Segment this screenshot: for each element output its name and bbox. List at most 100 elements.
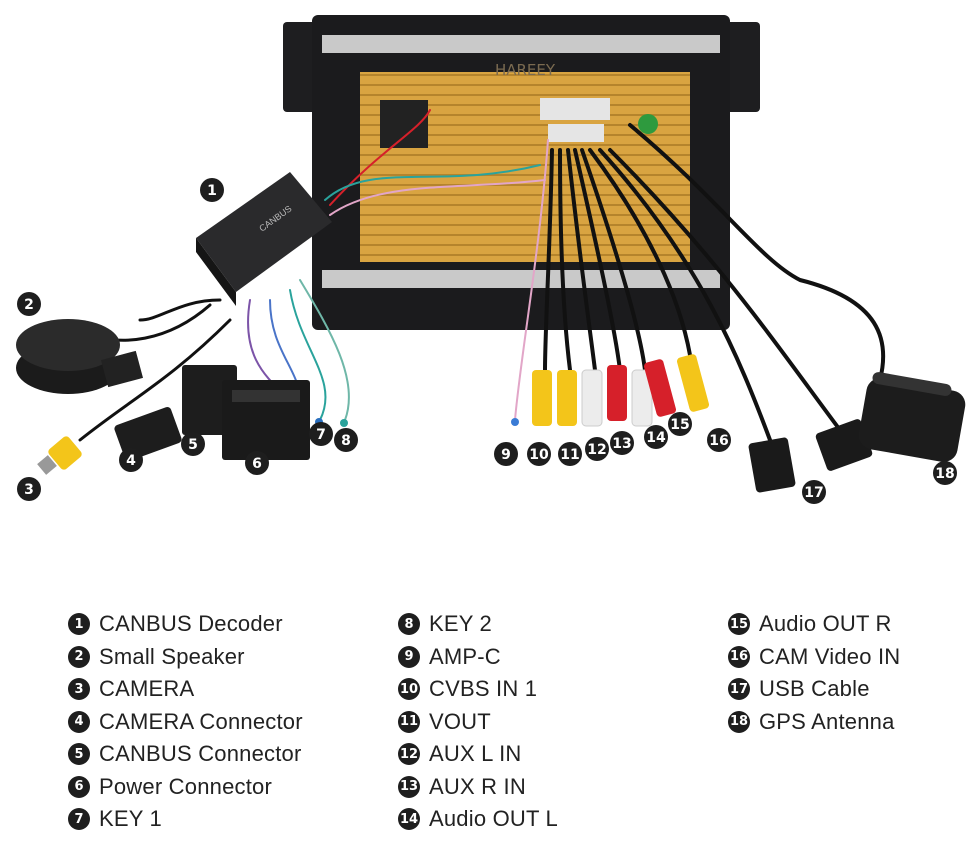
amp-wire-tip: [511, 418, 519, 426]
legend-label: Audio OUT R: [759, 611, 892, 636]
legend-label: Small Speaker: [99, 643, 245, 669]
svg-text:1: 1: [207, 183, 217, 199]
svg-text:5: 5: [188, 437, 198, 453]
legend-item: 3 CAMERA: [68, 675, 194, 703]
legend-label: AUX R IN: [429, 773, 526, 799]
svg-text:14: 14: [646, 430, 666, 446]
svg-text:16: 16: [709, 433, 728, 449]
legend-label: KEY 1: [99, 806, 162, 831]
legend-number: 2: [68, 645, 90, 668]
legend-number: 8: [398, 613, 420, 635]
svg-text:11: 11: [560, 447, 579, 463]
callout-12: 12: [585, 437, 609, 461]
svg-text:15: 15: [670, 417, 689, 433]
legend-label: AUX L IN: [429, 741, 522, 766]
legend-label: CANBUS Decoder: [99, 611, 283, 636]
callout-14: 14: [644, 425, 668, 449]
legend-item: 2 Small Speaker: [68, 643, 245, 671]
rca-plugs: [532, 354, 710, 427]
callout-5: 5: [181, 432, 205, 456]
canbus-decoder: CANBUS: [196, 172, 332, 306]
legend-number: 16: [728, 645, 750, 668]
callout-17: 17: [802, 480, 826, 504]
svg-text:8: 8: [341, 433, 351, 449]
svg-text:9: 9: [501, 447, 511, 463]
legend-item: 16 CAM Video IN: [728, 643, 900, 671]
legend-item: 10 CVBS IN 1: [398, 675, 537, 703]
key2-wire-tip: [340, 419, 348, 427]
camera-connector: [114, 407, 182, 461]
small-speaker: [16, 319, 144, 394]
legend-label: KEY 2: [429, 611, 492, 636]
legend-label: CAMERA: [99, 676, 195, 701]
svg-text:10: 10: [529, 447, 549, 463]
callout-8: 8: [334, 428, 358, 452]
callout-10: 10: [527, 442, 551, 466]
legend-number: 17: [728, 678, 750, 700]
radio-antenna-port: [638, 114, 658, 134]
callout-18: 18: [933, 461, 957, 485]
legend-item: 12 AUX L IN: [398, 740, 521, 768]
legend-number: 12: [398, 743, 420, 765]
callout-2: 2: [17, 292, 41, 316]
legend-number: 9: [398, 645, 420, 668]
legend-item: 14 Audio OUT L: [398, 805, 558, 833]
usb-cable: [748, 419, 873, 493]
legend-number: 4: [68, 710, 90, 733]
legend-label: AMP-C: [429, 643, 501, 669]
legend-label: Power Connector: [99, 773, 272, 799]
callout-16: 16: [707, 428, 731, 452]
svg-text:3: 3: [24, 482, 34, 498]
legend-number: 10: [398, 678, 420, 700]
legend-number: 11: [398, 710, 420, 733]
legend-item: 5 CANBUS Connector: [68, 740, 302, 768]
legend-number: 13: [398, 775, 420, 798]
svg-text:13: 13: [612, 436, 631, 452]
rear-connector: [548, 124, 604, 142]
svg-text:6: 6: [252, 456, 262, 472]
callout-9: 9: [494, 442, 518, 466]
legend-number: 6: [68, 775, 90, 798]
legend-number: 3: [68, 678, 90, 700]
svg-text:7: 7: [316, 427, 326, 443]
legend-number: 14: [398, 808, 420, 830]
legend-item: 6 Power Connector: [68, 773, 272, 801]
rear-connector: [540, 98, 610, 120]
head-unit: HAREEY: [283, 15, 760, 330]
callout-13: 13: [610, 431, 634, 455]
callout-15: 15: [668, 412, 692, 436]
callout-3: 3: [17, 477, 41, 501]
legend-item: 18 GPS Antenna: [728, 708, 895, 736]
legend-item: 9 AMP-C: [398, 643, 501, 671]
legend-number: 5: [68, 743, 90, 765]
legend-label: CANBUS Connector: [99, 741, 302, 766]
legend-number: 15: [728, 613, 750, 635]
callout-7: 7: [309, 422, 333, 446]
legend-label: GPS Antenna: [759, 708, 895, 734]
callout-11: 11: [558, 442, 582, 466]
legend-label: CAM Video IN: [759, 643, 901, 669]
legend-label: Audio OUT L: [429, 806, 558, 831]
svg-text:18: 18: [935, 466, 954, 482]
svg-text:4: 4: [126, 453, 136, 469]
legend-item: 11 VOUT: [398, 708, 491, 736]
legend-item: 15 Audio OUT R: [728, 610, 892, 638]
svg-text:17: 17: [804, 485, 823, 501]
brand-mark: HAREEY: [495, 61, 556, 79]
legend-label: CVBS IN 1: [429, 676, 538, 701]
legend-item: 17 USB Cable: [728, 675, 870, 703]
gps-antenna: [858, 372, 966, 462]
svg-text:12: 12: [587, 442, 606, 458]
legend-item: 4 CAMERA Connector: [68, 708, 303, 736]
legend-item: 8 KEY 2: [398, 610, 492, 638]
legend-label: CAMERA Connector: [99, 708, 303, 734]
legend-number: 18: [728, 710, 750, 733]
wiring-diagram: HAREEY CANBUS: [16, 15, 966, 504]
legend-label: VOUT: [429, 708, 491, 734]
legend-label: USB Cable: [759, 676, 870, 701]
camera-rca: [37, 436, 82, 475]
